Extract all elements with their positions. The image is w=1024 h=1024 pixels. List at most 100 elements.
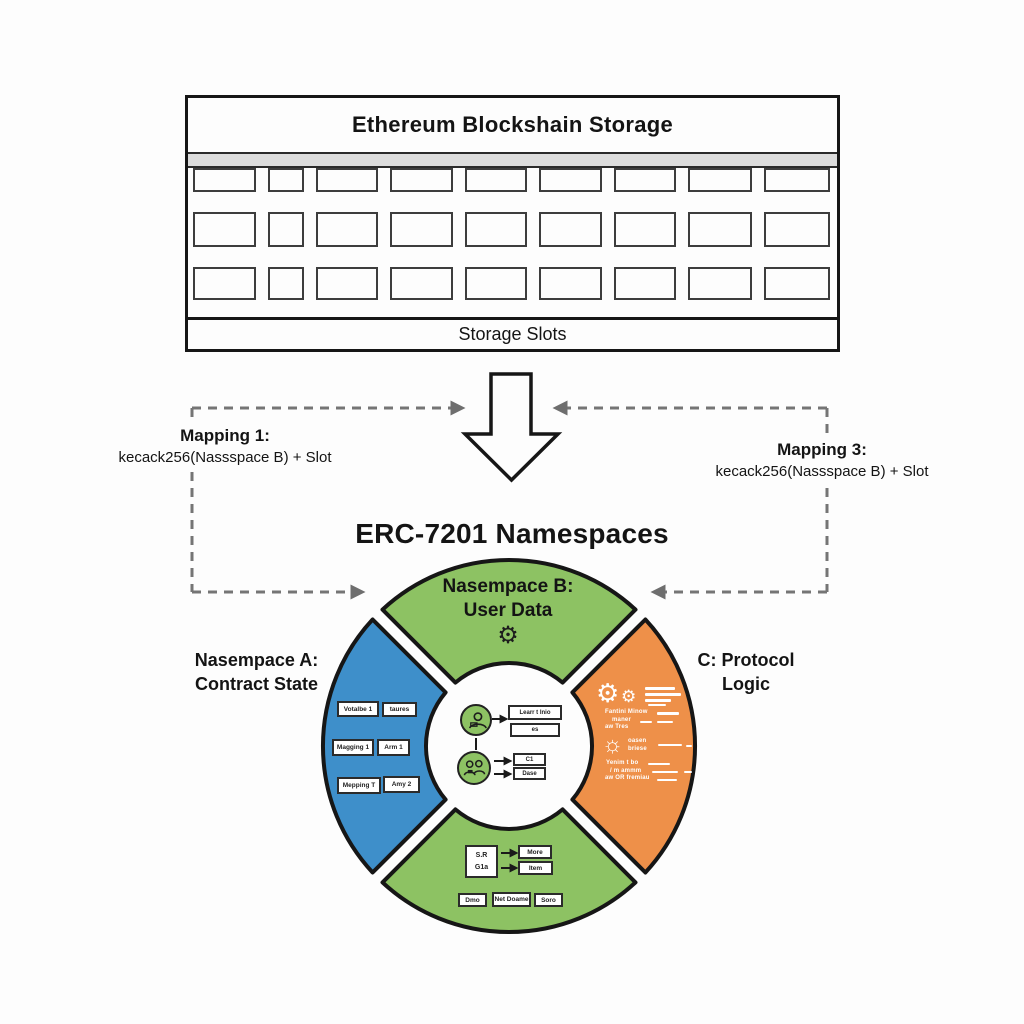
storage-slot xyxy=(688,267,752,300)
namespace-c-segment xyxy=(570,617,697,875)
contract-state-box: Arm 1 xyxy=(377,739,410,756)
protocol-logic-bar xyxy=(652,771,678,773)
storage-header-strip xyxy=(188,152,837,168)
mapping-3-title: Mapping 3: xyxy=(777,440,867,459)
protocol-logic-bar xyxy=(684,771,692,773)
bottom-row-box: Soro xyxy=(534,893,563,907)
namespace-a-label: Nasempace A: Contract State xyxy=(149,648,364,696)
bottom-row-box: Dmo xyxy=(458,893,487,907)
storage-slots-label: Storage Slots xyxy=(458,324,567,344)
sun-gear-icon: ☼ xyxy=(602,731,624,757)
namespace-b-line1: Nasempace B: xyxy=(442,576,574,597)
namespace-c-line2: Logic xyxy=(722,674,770,694)
protocol-logic-bar xyxy=(645,687,675,690)
protocol-logic-text: oasen xyxy=(628,738,647,744)
users-icon-glyph xyxy=(463,759,485,775)
center-data-box: C1 xyxy=(513,753,546,766)
storage-slot xyxy=(688,212,752,247)
protocol-logic-bar xyxy=(657,779,677,781)
storage-slot xyxy=(390,168,453,192)
gear-icon: ⚙ xyxy=(621,687,637,706)
storage-slot xyxy=(268,212,304,247)
storage-slot xyxy=(764,212,830,247)
namespace-b-segment xyxy=(380,558,638,685)
contract-state-box: Votalbe 1 xyxy=(337,701,379,717)
contract-state-box: Mepping T xyxy=(337,777,381,794)
protocol-logic-bar xyxy=(645,693,681,696)
protocol-logic-text: briese xyxy=(628,746,647,752)
mapping-3-formula: kecack256(Nassspace B) + Slot xyxy=(715,463,929,480)
namespace-b-label: Nasempace B: User Data ⚙ xyxy=(393,575,623,648)
mapping-1-formula: kecack256(Nassspace B) + Slot xyxy=(118,449,332,466)
storage-slot xyxy=(193,267,256,300)
gear-icon: ⚙ xyxy=(497,622,519,649)
storage-slot xyxy=(614,168,676,192)
storage-slot xyxy=(316,212,378,247)
contract-state-box: Magging 1 xyxy=(332,739,374,756)
down-arrow xyxy=(460,372,563,483)
storage-title: Ethereum Blockshain Storage xyxy=(351,112,674,137)
center-data-box: Dase xyxy=(513,767,546,780)
users-icon xyxy=(457,751,491,785)
protocol-logic-text: Yenim t bo xyxy=(606,760,639,766)
namespace-a-line1: Nasempace A: xyxy=(194,650,319,670)
diagram-title: ERC-7201 Namespaces xyxy=(355,518,669,549)
contract-state-box: Amy 2 xyxy=(383,776,420,793)
storage-slot xyxy=(316,267,378,300)
storage-footer: Storage Slots xyxy=(188,317,837,349)
gear-icon: ⚙ xyxy=(596,678,620,708)
mapping-3-label: Mapping 3: kecack256(Nassspace B) + Slot xyxy=(700,438,944,482)
bottom-target-box: More xyxy=(518,845,552,859)
storage-slot xyxy=(539,212,602,247)
storage-slot xyxy=(316,168,378,192)
bottom-green-segment xyxy=(380,807,638,934)
protocol-logic-bar xyxy=(658,744,682,746)
protocol-logic-text: maner xyxy=(612,717,632,723)
namespace-c-line1: C: Protocol xyxy=(697,650,795,670)
storage-slot xyxy=(764,267,830,300)
protocol-logic-bar xyxy=(648,704,666,706)
namespace-a-line2: Contract State xyxy=(194,674,319,694)
storage-slot xyxy=(268,168,304,192)
storage-slot xyxy=(390,267,453,300)
protocol-logic-text: Fantini Minow xyxy=(605,709,648,715)
protocol-logic-bar xyxy=(640,721,652,723)
mapping-1-label: Mapping 1: kecack256(Nassspace B) + Slot xyxy=(103,424,347,468)
namespace-b-line2: User Data xyxy=(463,600,553,621)
protocol-logic-bar xyxy=(657,721,673,723)
storage-slot xyxy=(688,168,752,192)
protocol-logic-bar xyxy=(686,745,692,747)
storage-slot xyxy=(390,212,453,247)
bottom-source-box: S.R G1a xyxy=(465,845,498,878)
protocol-logic-text: aw OR fremiau xyxy=(605,775,650,781)
storage-slot xyxy=(465,168,527,192)
storage-slot xyxy=(465,212,527,247)
storage-slot xyxy=(539,267,602,300)
user-icon xyxy=(460,704,492,736)
storage-slot xyxy=(465,267,527,300)
user-icon-glyph xyxy=(468,711,487,729)
storage-slot xyxy=(614,212,676,247)
center-data-box: es xyxy=(510,723,560,737)
protocol-logic-text: aw Tres xyxy=(605,724,629,730)
storage-slot xyxy=(193,212,256,247)
storage-slot xyxy=(764,168,830,192)
storage-slot-grid xyxy=(188,98,837,349)
center-data-box: Learr t Inio xyxy=(508,705,562,720)
contract-state-box: taures xyxy=(382,702,417,717)
protocol-logic-text: / m ammm xyxy=(610,768,642,774)
storage-slot xyxy=(193,168,256,192)
bottom-source-line1: S.R xyxy=(475,852,488,859)
bottom-source-line2: G1a xyxy=(474,864,489,871)
namespace-c-label: C: Protocol Logic xyxy=(651,648,841,696)
mapping-1-title: Mapping 1: xyxy=(180,426,270,445)
center-arrows xyxy=(475,714,519,873)
mapping-connectors xyxy=(190,400,829,600)
protocol-logic-bar xyxy=(645,699,671,702)
storage-slot xyxy=(268,267,304,300)
storage-box: Ethereum Blockshain Storage Storage Slot… xyxy=(185,95,840,352)
protocol-logic-bar xyxy=(648,763,670,765)
bottom-row-box: Net Doame xyxy=(492,892,531,907)
